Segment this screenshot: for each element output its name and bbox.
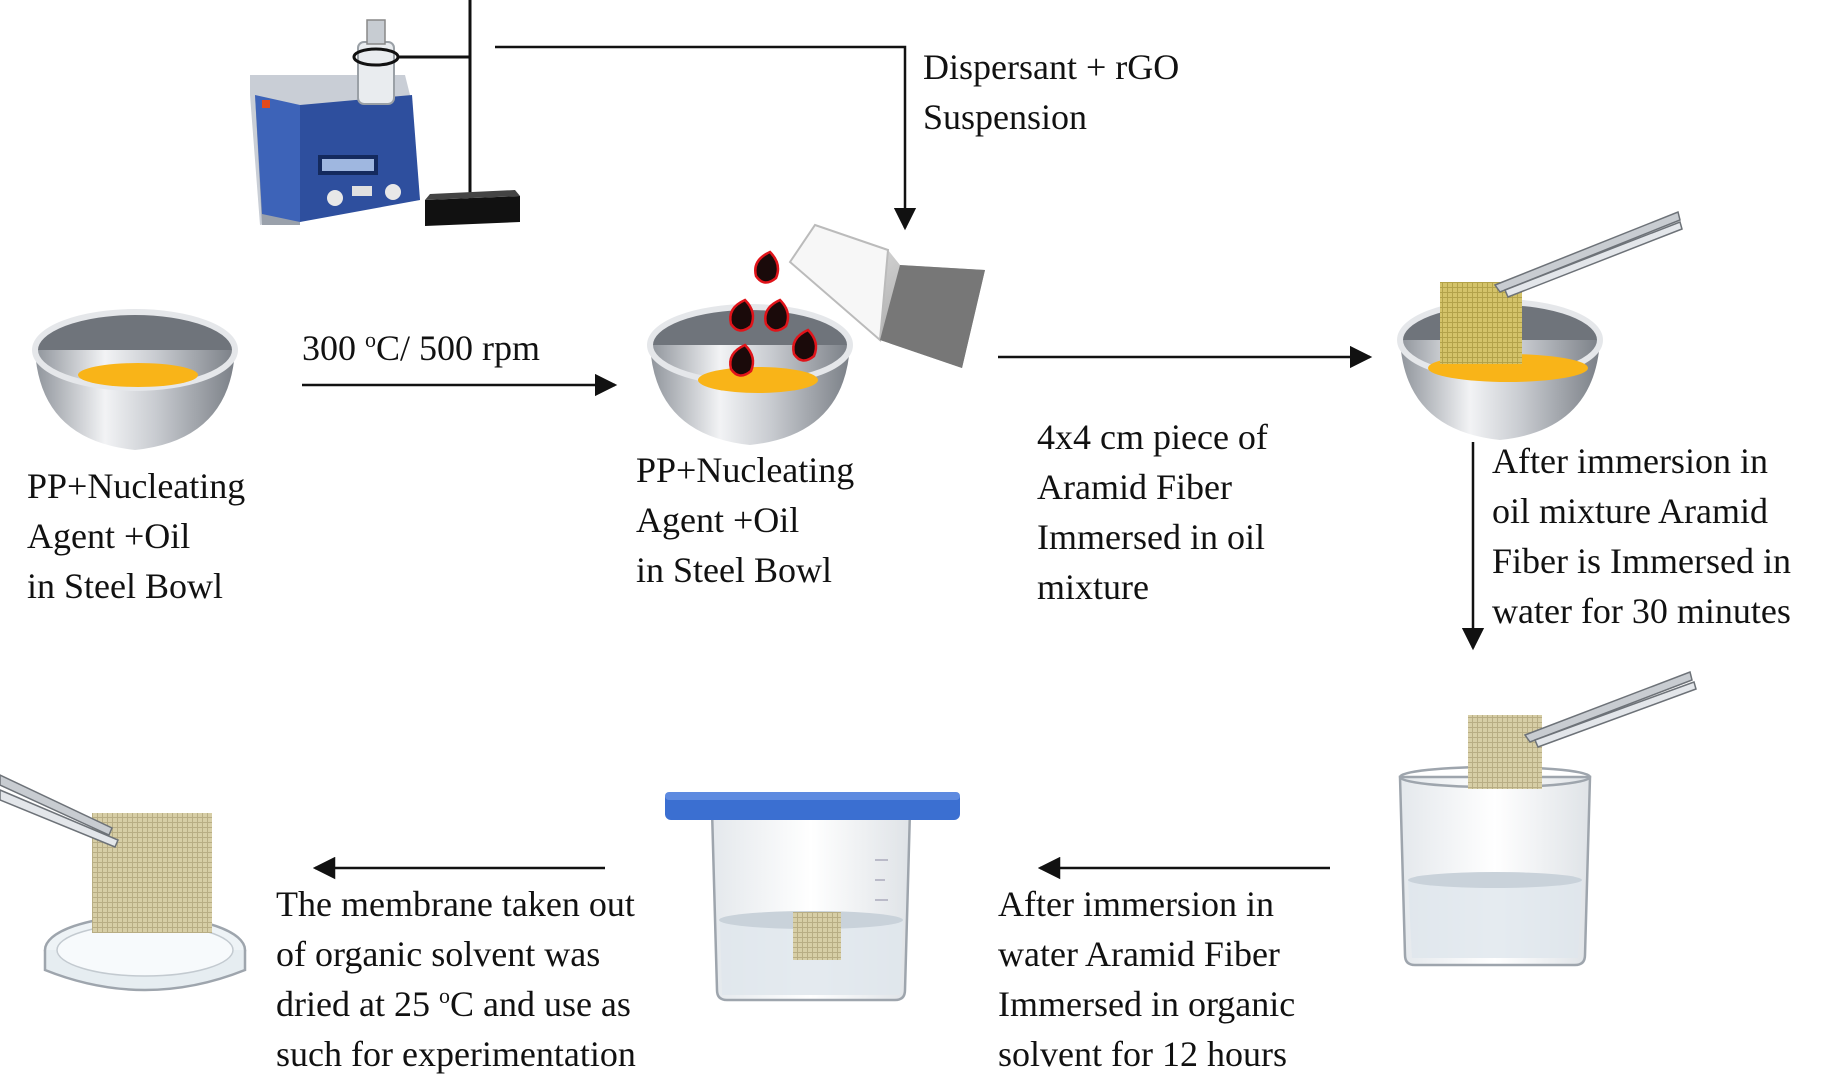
tweezers-icon (1523, 670, 1697, 748)
steel-bowl-icon (32, 309, 238, 450)
dispersant-label: Dispersant + rGO Suspension (923, 42, 1179, 142)
fiber-line-2: Aramid Fiber (1037, 467, 1232, 507)
dispersant-line-1: Dispersant + rGO (923, 47, 1180, 87)
bowl1-line-3: in Steel Bowl (27, 566, 223, 606)
bowl2-line-2: Agent +Oil (636, 500, 800, 540)
condition-rest: C/ 500 rpm (376, 328, 541, 368)
steel-bowl-icon (647, 304, 853, 445)
after-oil-label: After immersion in oil mixture Aramid Fi… (1492, 436, 1791, 636)
condition-temp: 300 (302, 328, 365, 368)
rgo-drops (729, 250, 818, 377)
bowl1-line-2: Agent +Oil (27, 516, 191, 556)
fiber-line-3: Immersed in oil (1037, 517, 1265, 557)
membrane-degree: o (438, 983, 450, 1008)
after-oil-line-3: Fiber is Immersed in (1492, 541, 1791, 581)
ultrasonic-bath-icon (250, 0, 520, 226)
membrane-label: The membrane taken out of organic solven… (276, 879, 636, 1079)
after-water-line-4: solvent for 12 hours (998, 1034, 1287, 1074)
after-water-line-3: Immersed in organic (998, 984, 1296, 1024)
pouring-flask-icon (788, 223, 985, 368)
aramid-fiber-piece (1468, 715, 1542, 789)
bowl2-line-3: in Steel Bowl (636, 550, 832, 590)
fiber-line-1: 4x4 cm piece of (1037, 417, 1268, 457)
membrane-line-3: dried at 25 oC and use as (276, 979, 636, 1029)
bowl2-line-1: PP+Nucleating (636, 450, 855, 490)
after-water-label: After immersion in water Aramid Fiber Im… (998, 879, 1295, 1079)
after-oil-line-4: water for 30 minutes (1492, 591, 1791, 631)
dispersant-line-2: Suspension (923, 97, 1088, 137)
tweezers-icon (0, 774, 119, 848)
tweezers-icon (1493, 210, 1683, 298)
condition-degree: o (365, 327, 376, 352)
membrane-line-3-suffix: C and use as (449, 984, 631, 1024)
fiber-piece-label: 4x4 cm piece of Aramid Fiber Immersed in… (1037, 412, 1268, 612)
bowl2-label: PP+Nucleating Agent +Oil in Steel Bowl (636, 445, 854, 595)
beaker-icon (665, 792, 960, 1002)
after-oil-line-2: oil mixture Aramid (1492, 491, 1768, 531)
after-water-line-1: After immersion in (998, 884, 1274, 924)
condition-label: 300 oC/ 500 rpm (302, 323, 540, 373)
beaker-icon (1398, 765, 1592, 967)
bowl1-line-1: PP+Nucleating (27, 466, 246, 506)
after-water-line-2: water Aramid Fiber (998, 934, 1280, 974)
aramid-fiber-piece (793, 912, 841, 960)
bowl1-label: PP+Nucleating Agent +Oil in Steel Bowl (27, 461, 245, 611)
membrane-line-2: of organic solvent was (276, 934, 601, 974)
membrane-line-4: such for experimentation (276, 1034, 636, 1074)
after-oil-line-1: After immersion in (1492, 441, 1768, 481)
membrane-line-3-prefix: dried at 25 (276, 984, 439, 1024)
aramid-membrane (92, 813, 212, 933)
fiber-line-4: mixture (1037, 567, 1149, 607)
membrane-line-1: The membrane taken out (276, 884, 635, 924)
